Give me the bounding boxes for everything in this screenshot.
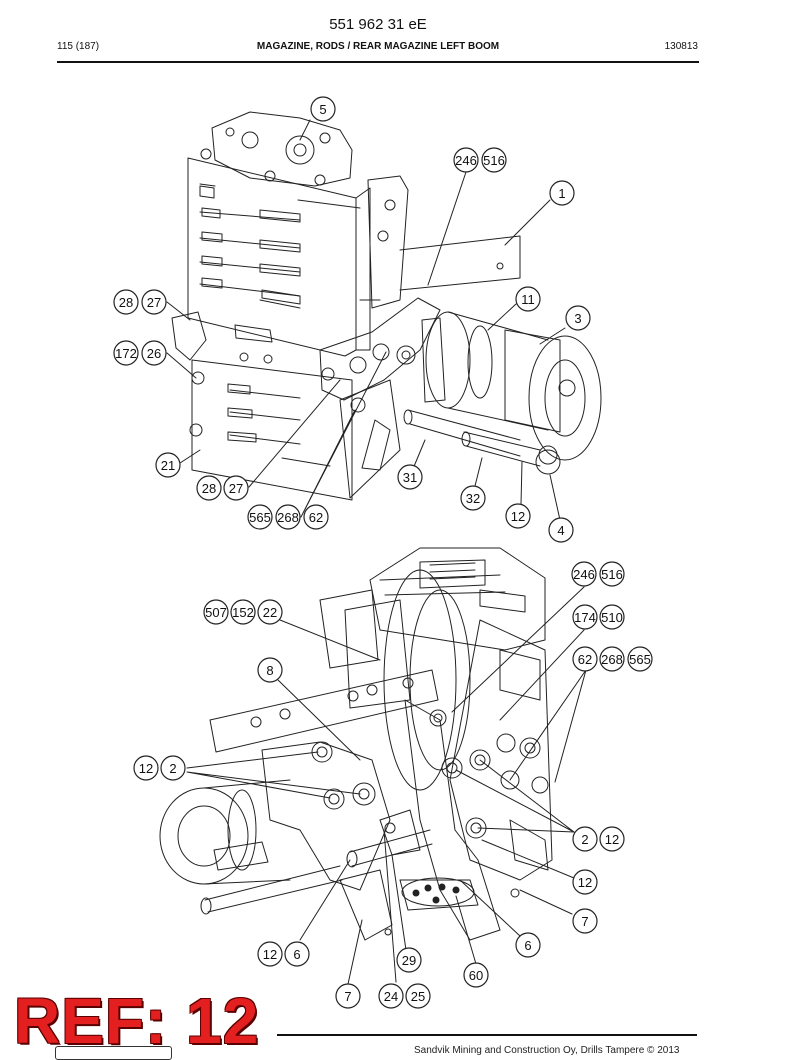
callout-22: 22 [263,605,277,620]
document-number: 551 962 31 eE [329,16,427,33]
callout-12: 12 [578,875,592,890]
callout-24: 24 [384,989,398,1004]
callout-12: 12 [263,947,277,962]
footer-rule [277,1034,697,1036]
leader-lines [166,119,587,985]
page-number: 115 (187) [57,41,100,52]
header-rule [57,61,699,63]
upper-assembly-drawing [171,111,602,501]
callout-21: 21 [161,458,175,473]
reference-stamp: REF: 12 [14,985,260,1057]
callout-510: 510 [601,610,623,625]
callout-152: 152 [232,605,254,620]
callout-28: 28 [202,481,216,496]
callout-32: 32 [466,491,480,506]
page-title: MAGAZINE, RODS / REAR MAGAZINE LEFT BOOM [256,41,500,52]
callout-6: 6 [524,938,531,953]
callout-246: 246 [455,153,477,168]
callout-8: 8 [266,663,273,678]
callout-174: 174 [574,610,596,625]
callout-27: 27 [229,481,243,496]
callout-6: 6 [293,947,300,962]
callout-12: 12 [139,761,153,776]
callout-565: 565 [629,652,651,667]
callout-565: 565 [249,510,271,525]
sandvik-logo [55,1046,172,1060]
callout-26: 26 [147,346,161,361]
callout-507: 507 [205,605,227,620]
callout-516: 516 [601,567,623,582]
callout-12: 12 [605,832,619,847]
callout-labels: 5 246 516 1 11 3 28 27 172 26 21 28 27 3… [115,102,651,1004]
callout-31: 31 [403,470,417,485]
callout-1: 1 [558,186,565,201]
callout-4: 4 [557,523,564,538]
callout-2: 2 [169,761,176,776]
callout-268: 268 [601,652,623,667]
callout-12: 12 [511,509,525,524]
footer-copyright: Sandvik Mining and Construction Oy, Dril… [414,1045,680,1056]
callout-60: 60 [469,968,483,983]
callout-29: 29 [402,953,416,968]
callout-172: 172 [115,346,137,361]
callout-28: 28 [119,295,133,310]
callout-268: 268 [277,510,299,525]
callout-2: 2 [581,832,588,847]
callout-516: 516 [483,153,505,168]
callout-7: 7 [581,914,588,929]
callout-bubbles [113,96,653,1009]
callout-27: 27 [147,295,161,310]
callout-7: 7 [344,989,351,1004]
callout-3: 3 [574,311,581,326]
callout-62: 62 [578,652,592,667]
callout-62: 62 [309,510,323,525]
callout-246: 246 [573,567,595,582]
callout-5: 5 [319,102,326,117]
callout-11: 11 [521,292,535,307]
callout-25: 25 [411,989,425,1004]
document-code: 130813 [664,41,698,52]
